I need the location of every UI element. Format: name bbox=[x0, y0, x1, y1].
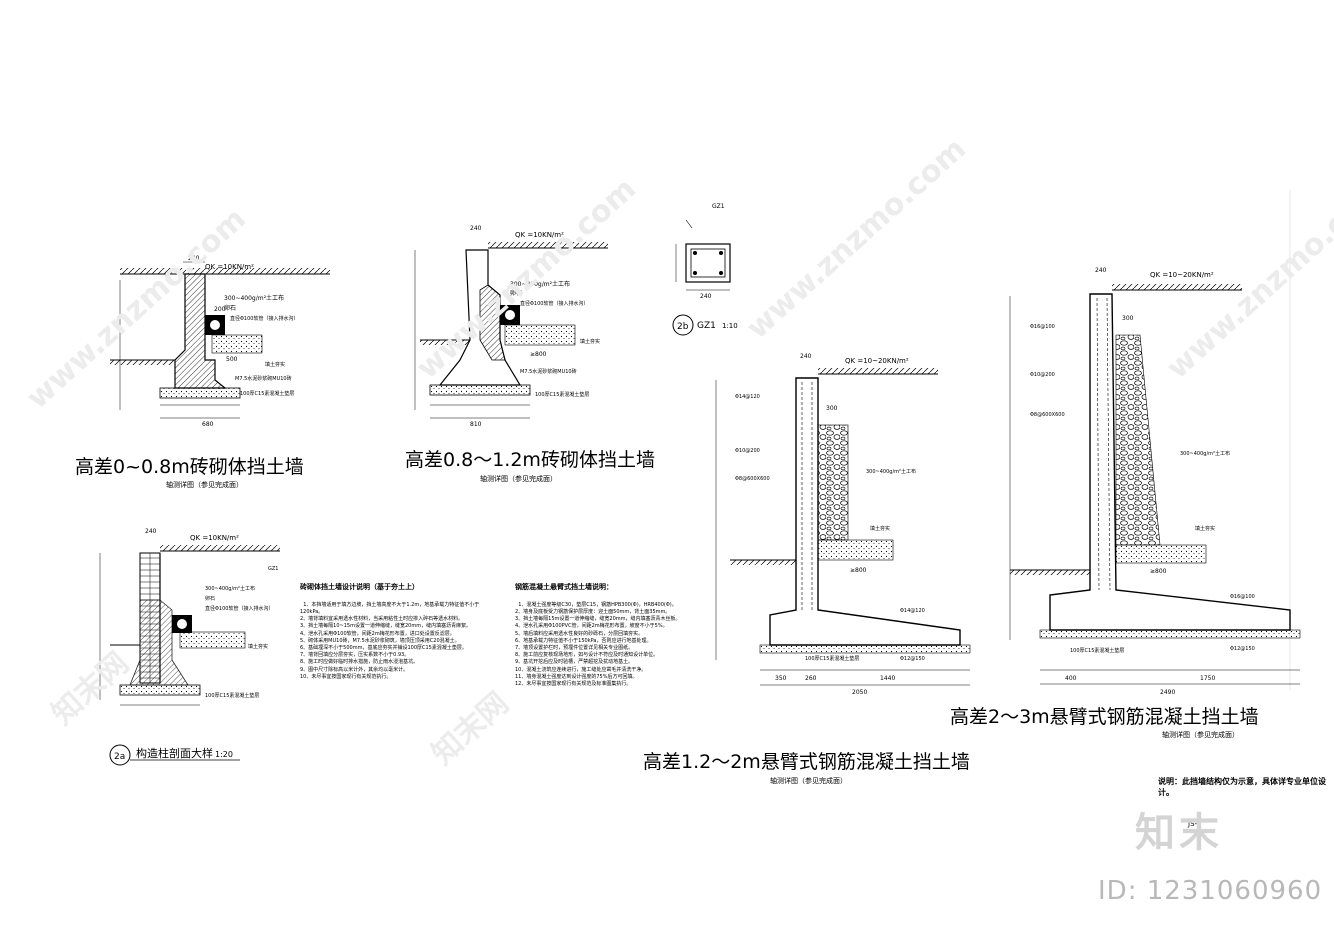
page-number: JS-1 bbox=[1188, 820, 1202, 828]
rebar-label-4a: Φ16@100 bbox=[1030, 324, 1055, 330]
dim-500-1: 500 bbox=[226, 356, 238, 363]
soil-label-3: 填土夯实 bbox=[870, 525, 890, 532]
geotex-label-3: 300~400g/m²土工布 bbox=[866, 468, 916, 475]
rebar-label-3c: Φ8@600X600 bbox=[735, 476, 770, 482]
dim-300-4: 300 bbox=[1122, 315, 1134, 322]
rebar-label-4b: Φ10@200 bbox=[1030, 372, 1055, 378]
soil-label-2: 填土夯实 bbox=[580, 338, 600, 345]
design-notes-brick-body: 1、本挡墙适用于填方边坡，挡土墙高度不大于1.2m，地基承载力特征值不小于120… bbox=[300, 601, 480, 680]
section-brick-wall-low bbox=[110, 261, 330, 419]
qk-label-4: QK =10~20KN/m² bbox=[1150, 271, 1214, 279]
dim-800-4: ≥800 bbox=[1150, 568, 1167, 575]
subtitle-section-4: 轴测详图（参见完成面） bbox=[1162, 731, 1239, 739]
dim-680: 680 bbox=[202, 421, 214, 428]
qk-label-3: QK =10~20KN/m² bbox=[845, 357, 909, 365]
gz-scale: 1:10 bbox=[722, 322, 738, 330]
geotex-label-4: 300~400g/m²土工布 bbox=[1180, 450, 1230, 457]
dim-1440: 1440 bbox=[880, 675, 895, 682]
geotex-label-2: 300~400g/m²土工布 bbox=[510, 280, 570, 288]
drain-label-1: 直径Φ100软管（接入排水沟） bbox=[230, 315, 298, 322]
gz-dim-240: 240 bbox=[700, 293, 712, 300]
column-tag: 2a bbox=[114, 752, 125, 762]
section-column-profile bbox=[99, 545, 280, 766]
brand-logo: 知末 bbox=[1135, 810, 1223, 856]
drain-label-2: 直径Φ100软管（接入排水沟） bbox=[520, 300, 588, 307]
image-id: ID: 1231060960 bbox=[1098, 876, 1323, 906]
column-title: 构造柱剖面大样 bbox=[136, 746, 213, 760]
gz-top-label: GZ1 bbox=[712, 203, 725, 210]
dim-200-1: 200 bbox=[214, 306, 226, 313]
subtitle-section-1: 轴测详图（参见完成面） bbox=[166, 481, 243, 489]
dim-260-3: 260 bbox=[805, 675, 817, 682]
design-notes-rc-body: 1、混凝土强度等级C30，垫层C15，钢筋HPB300(Φ)，HRB400(Φ)… bbox=[515, 601, 681, 688]
concrete-label-1: 100厚C15素混凝土垫层 bbox=[240, 390, 294, 397]
drain-label-5: 直径Φ100软管（接入排水沟） bbox=[205, 605, 273, 612]
column-scale: 1:20 bbox=[215, 750, 233, 759]
gz-label-5: GZ1 bbox=[268, 566, 278, 572]
rebar-label-4c: Φ8@600X600 bbox=[1030, 412, 1065, 418]
dim-240-4: 240 bbox=[1095, 267, 1107, 274]
rebar-label-4e: Φ12@150 bbox=[1230, 646, 1255, 652]
dim-240-5: 240 bbox=[145, 528, 157, 535]
dim-350-3: 350 bbox=[775, 675, 787, 682]
rebar-label-3d: Φ14@120 bbox=[900, 608, 925, 614]
mortar-label-1: M7.5水泥砂浆砌MU10砖 bbox=[235, 375, 292, 382]
gravel-label-5: 卵石 bbox=[205, 595, 215, 602]
concrete-label-4: 100厚C15素混凝土垫层 bbox=[1070, 647, 1124, 654]
section-cantilever-high bbox=[1009, 284, 1301, 685]
concrete-label-2: 100厚C15素混凝土垫层 bbox=[535, 391, 589, 398]
gravel-label-2: 卵石 bbox=[510, 289, 522, 297]
dim-400-4: 400 bbox=[1065, 675, 1077, 682]
title-section-1: 高差0~0.8m砖砌体挡土墙 bbox=[75, 456, 304, 478]
dim-1750: 1750 bbox=[1200, 675, 1215, 682]
dim-2050: 2050 bbox=[852, 689, 867, 696]
rebar-label-3b: Φ10@200 bbox=[735, 448, 760, 454]
rebar-label-3e: Φ12@150 bbox=[900, 656, 925, 662]
subtitle-section-2: 轴测详图（参见完成面） bbox=[480, 475, 557, 483]
subtitle-section-3: 轴测详图（参见完成面） bbox=[770, 777, 847, 785]
dim-240-2: 240 bbox=[470, 225, 482, 232]
gz1-column-detail bbox=[672, 219, 731, 336]
concrete-label-5: 100厚C15素混凝土垫层 bbox=[205, 692, 259, 699]
qk-label-2: QK =10KN/m² bbox=[515, 231, 564, 239]
dim-800-2: ≥800 bbox=[530, 351, 547, 358]
gz-label: GZ1 bbox=[697, 321, 716, 331]
geotex-label-5: 300~400g/m²土工布 bbox=[205, 585, 255, 592]
geotex-label-1: 300~400g/m²土工布 bbox=[224, 294, 284, 302]
rebar-label-4d: Φ16@100 bbox=[1230, 594, 1255, 600]
title-section-3: 高差1.2～2m悬臂式钢筋混凝土挡土墙 bbox=[643, 751, 970, 773]
soil-label-5: 填土夯实 bbox=[248, 643, 268, 650]
qk-label-1: QK =10KN/m² bbox=[205, 263, 254, 271]
mortar-label-2: M7.5水泥砂浆砌MU10砖 bbox=[520, 368, 577, 375]
title-section-4: 高差2～3m悬臂式钢筋混凝土挡土墙 bbox=[950, 706, 1259, 728]
design-notes-brick-title: 砖砌体挡土墙设计说明（基于夯土上） bbox=[300, 583, 419, 592]
dim-800-3: ≥800 bbox=[850, 567, 867, 574]
dim-240-1: 240 bbox=[188, 255, 200, 262]
drawing-note: 说明：此挡墙结构仅为示意，具体详专业单位设计。 bbox=[1158, 777, 1326, 797]
dim-2490: 2490 bbox=[1160, 689, 1175, 696]
title-section-2: 高差0.8～1.2m砖砌体挡土墙 bbox=[405, 449, 655, 471]
design-notes-brick: 砖砌体挡土墙设计说明（基于夯土上） 1、本挡墙适用于填方边坡，挡土墙高度不大于1… bbox=[300, 570, 500, 720]
qk-label-5: QK =10KN/m² bbox=[190, 534, 239, 542]
dim-240-3: 240 bbox=[800, 353, 812, 360]
soil-label-4: 填土夯实 bbox=[1195, 525, 1215, 532]
gravel-label-1: 卵石 bbox=[224, 304, 236, 312]
dim-810: 810 bbox=[470, 421, 482, 428]
design-notes-rc-title: 钢筋混凝土悬臂式挡土墙说明： bbox=[515, 583, 613, 592]
concrete-label-3: 100厚C15素混凝土垫层 bbox=[805, 655, 859, 662]
design-notes-rc: 钢筋混凝土悬臂式挡土墙说明： 1、混凝土强度等级C30，垫层C15，钢筋HPB3… bbox=[515, 570, 700, 745]
section-cantilever-mid bbox=[715, 368, 971, 686]
section-brick-wall-mid bbox=[414, 242, 608, 419]
soil-label-1: 填土夯实 bbox=[265, 361, 285, 368]
rebar-label-3a: Φ14@120 bbox=[735, 394, 760, 400]
dim-300-3: 300 bbox=[826, 405, 838, 412]
gz-tag: 2b bbox=[677, 322, 689, 332]
